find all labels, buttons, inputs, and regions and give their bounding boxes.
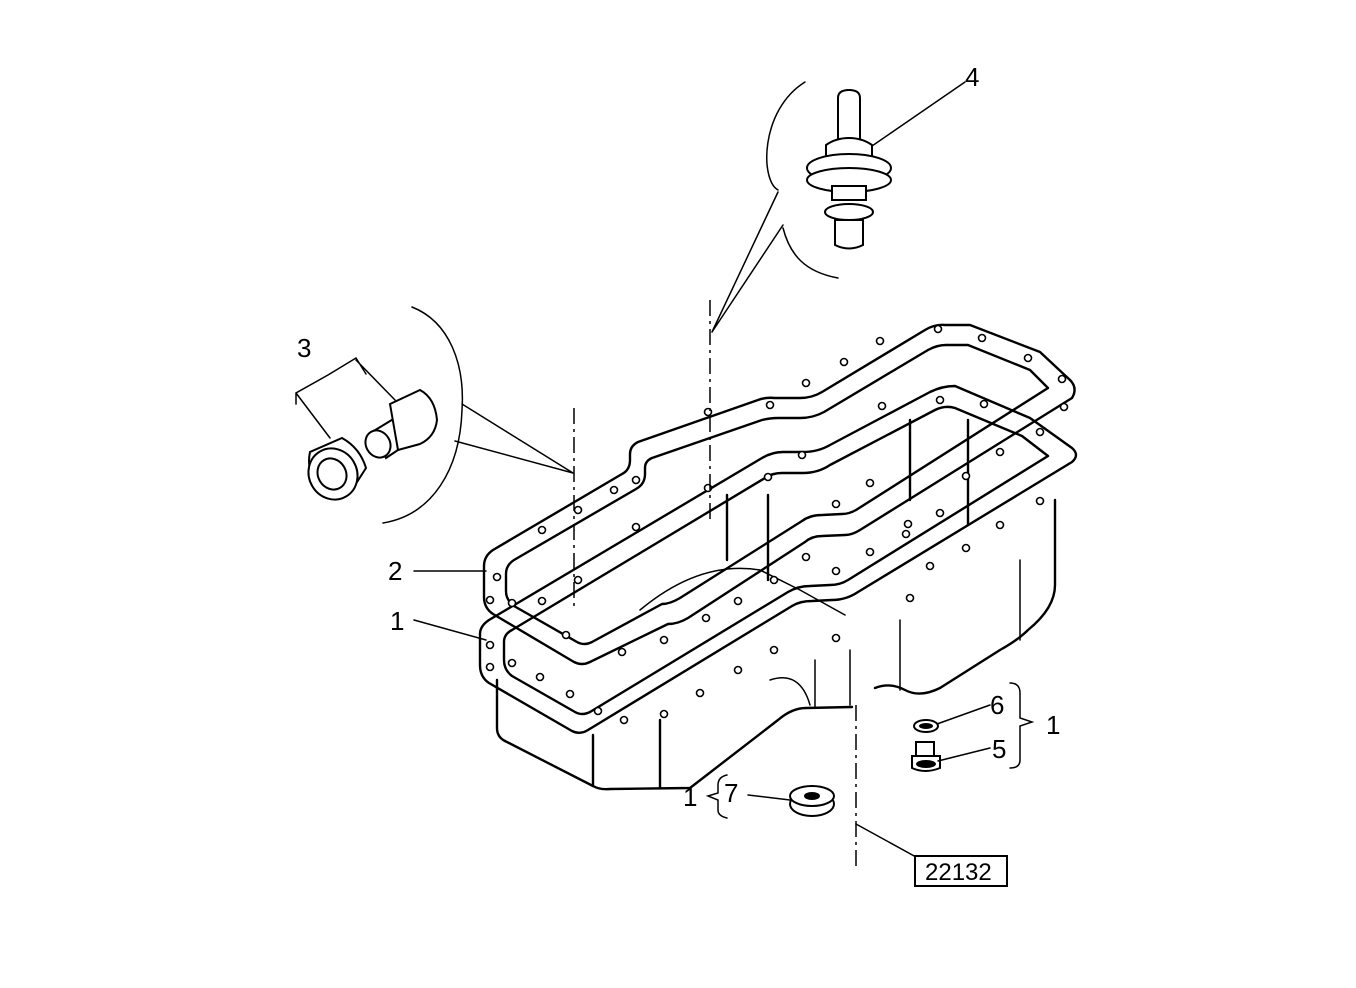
bracket-7 <box>705 774 728 819</box>
leader-4 <box>871 81 966 147</box>
callout-4: 4 <box>965 62 979 92</box>
bolt-holes <box>485 324 1069 725</box>
plug-assembly <box>307 388 439 501</box>
gasket-lower <box>478 384 1078 734</box>
leader-7 <box>747 794 791 801</box>
pan-plug <box>789 785 835 817</box>
detail-leader-sensor <box>711 191 784 333</box>
callout-1-group-left: 1 <box>683 782 697 812</box>
drain-washer <box>913 719 939 733</box>
detail-leader-plug <box>454 403 574 474</box>
callout-6: 6 <box>990 690 1004 720</box>
callout-3: 3 <box>297 333 311 363</box>
reference-box <box>914 855 1008 887</box>
reference-number: 22132 <box>925 859 992 886</box>
leader-3 <box>295 356 396 439</box>
leader-ref <box>855 823 917 858</box>
drain-plug <box>911 741 941 772</box>
oil-level-sensor <box>806 88 892 250</box>
callout-2: 2 <box>388 556 402 586</box>
callout-1-group-right: 1 <box>1046 710 1060 740</box>
bracket-5-6 <box>1009 682 1035 769</box>
leader-6 <box>936 704 991 725</box>
detail-arc-plug <box>382 306 464 524</box>
leader-5 <box>937 747 991 762</box>
callout-5: 5 <box>992 734 1006 764</box>
callout-7: 7 <box>724 778 738 808</box>
detail-arc-sensor <box>766 81 839 279</box>
callout-1: 1 <box>390 606 404 636</box>
leader-1 <box>413 619 487 641</box>
